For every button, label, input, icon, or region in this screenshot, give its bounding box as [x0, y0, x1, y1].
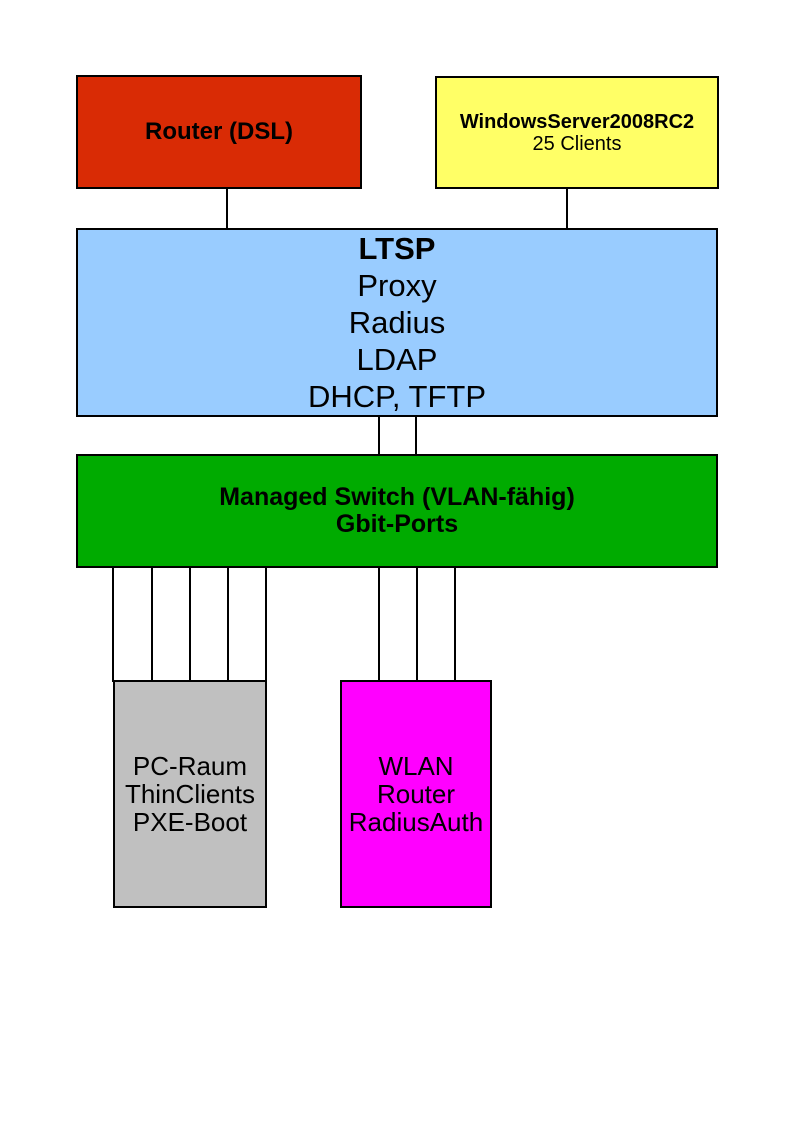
ltsp-service-proxy: Proxy — [357, 268, 437, 303]
connector-switch-to-wlan-3 — [454, 566, 456, 682]
box-wlan-router: WLAN Router RadiusAuth — [340, 680, 492, 908]
connector-switch-to-pcroom-5 — [265, 566, 267, 682]
managed-switch-ports-label: Gbit-Ports — [335, 510, 459, 538]
wlan-label: WLAN — [378, 751, 454, 781]
windows-server-clients-label: 25 Clients — [532, 132, 622, 155]
connector-winserver-to-ltsp — [566, 188, 568, 229]
connector-ltsp-to-switch-1 — [378, 416, 380, 455]
ltsp-service-radius: Radius — [348, 305, 446, 340]
box-windows-server: WindowsServer2008RC2 25 Clients — [435, 76, 719, 189]
ltsp-service-dhcp-tftp: DHCP, TFTP — [308, 379, 486, 414]
pc-raum-thinclients-label: ThinClients — [124, 779, 256, 809]
connector-switch-to-pcroom-3 — [189, 566, 191, 682]
box-router-dsl: Router (DSL) — [76, 75, 362, 189]
connector-switch-to-pcroom-2 — [151, 566, 153, 682]
box-pc-raum: PC-Raum ThinClients PXE-Boot — [113, 680, 267, 908]
wlan-router-label: Router — [376, 779, 456, 809]
connector-router-to-ltsp — [226, 188, 228, 229]
pc-raum-label: PC-Raum — [132, 751, 248, 781]
connector-switch-to-wlan-2 — [416, 566, 418, 682]
connector-ltsp-to-switch-2 — [415, 416, 417, 455]
connector-switch-to-pcroom-1 — [112, 566, 114, 682]
managed-switch-title: Managed Switch (VLAN-fähig) — [219, 483, 575, 511]
windows-server-title: WindowsServer2008RC2 — [459, 110, 695, 133]
wlan-radius-auth-label: RadiusAuth — [348, 807, 484, 837]
ltsp-title: LTSP — [358, 231, 436, 266]
connector-switch-to-pcroom-4 — [227, 566, 229, 682]
connector-switch-to-wlan-1 — [378, 566, 380, 682]
pc-raum-pxe-boot-label: PXE-Boot — [132, 807, 248, 837]
ltsp-service-ldap: LDAP — [356, 342, 438, 377]
box-managed-switch: Managed Switch (VLAN-fähig) Gbit-Ports — [76, 454, 718, 568]
box-ltsp-server: LTSP Proxy Radius LDAP DHCP, TFTP — [76, 228, 718, 417]
router-dsl-label: Router (DSL) — [145, 118, 293, 145]
